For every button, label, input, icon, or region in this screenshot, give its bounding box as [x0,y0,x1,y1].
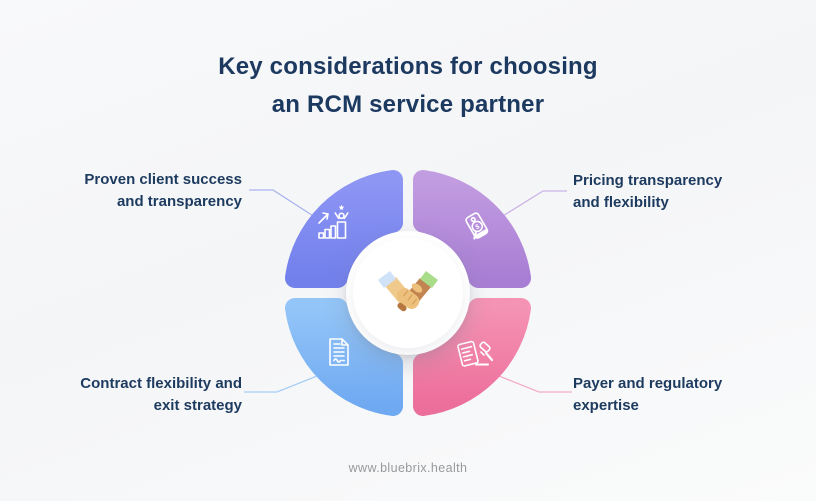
price-tag-search-icon: $ [465,212,489,240]
segment-proven-client-success [285,170,403,288]
segment-payer-regulatory [413,298,531,416]
label-proven-client-success: Proven client success and transparency [84,169,242,212]
segment-pricing-transparency [413,170,531,288]
segment-contract-flexibility [285,298,403,416]
footer-website: www.bluebrix.health [348,461,468,475]
page-title: Key considerations for choosing an RCM s… [0,48,816,124]
handshake-icon [378,271,438,312]
label-line: and transparency [116,192,242,210]
dollar-symbol: $ [474,223,481,231]
document-gavel-icon [457,340,494,367]
label-payer-regulatory: Payer and regulatory expertise [573,373,722,416]
gavel-icon [475,341,494,366]
ring-diagram: $ [285,170,531,416]
contract-document-icon [329,338,349,366]
label-line: expertise [573,396,639,414]
label-pricing-transparency: Pricing transparency and flexibility [573,170,722,213]
growth-achievement-icon [318,204,349,239]
label-line: Proven client success [84,171,242,188]
page-title-line2: an RCM service partner [271,91,545,118]
label-line: exit strategy [153,396,242,414]
label-contract-flexibility: Contract flexibility and exit strategy [80,373,242,416]
label-line: Contract flexibility and [80,375,242,392]
label-line: Pricing transparency [573,172,723,189]
star-icon [338,204,345,211]
page-title-line1: Key considerations for choosing [218,53,598,80]
label-line: and flexibility [573,193,669,211]
label-line: Payer and regulatory [573,375,723,392]
